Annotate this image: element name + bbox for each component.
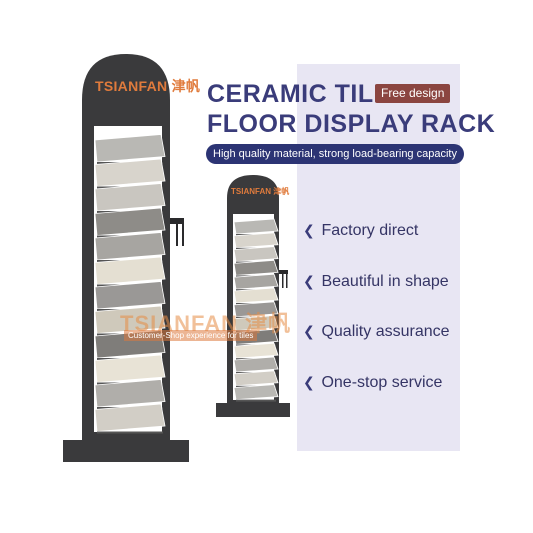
chevron-left-icon: ❮ [303,222,315,238]
tile-slat [233,342,279,359]
tile-slat [233,218,279,235]
subtitle-pill: High quality material, strong load-beari… [206,144,464,164]
rack-brand-logo: TSIANFAN 津帆 [95,78,201,94]
tile-slat [233,384,279,401]
tile-slat [233,301,279,318]
watermark-tagline: Customer-Shop experience for tiles [124,330,258,341]
feature-label: One-stop service [321,374,443,391]
chevron-left-icon: ❮ [303,374,315,390]
tile-slat [94,256,166,285]
page-title-line2: FLOOR DISPLAY RACK [207,110,496,138]
large-rack-base [63,440,189,462]
tile-slat [233,232,279,249]
feature-label: Beautiful in shape [321,273,449,290]
chevron-left-icon: ❮ [303,323,315,339]
feature-item: ❮ Beautiful in shape [303,270,449,292]
small-rack [216,175,290,417]
tile-slat [94,183,166,212]
feature-item: ❮ Quality assurance [303,320,450,342]
tile-slat [94,403,166,432]
tile-slat [94,281,166,310]
tile-slat [94,134,166,163]
feature-item: ❮ One-stop service [303,371,442,393]
page-title-line1: CERAMIC TILE [207,80,391,108]
tile-slat [94,207,166,236]
tile-slat [233,315,279,332]
free-design-badge: Free design [375,84,451,103]
small-rack-base [216,403,290,417]
feature-label: Quality assurance [321,323,450,340]
small-rack-brand-logo: TSIANFAN 津帆 [231,187,290,196]
tile-slat [233,287,279,304]
feature-item: ❮ Factory direct [303,219,418,241]
tile-shelf [236,399,276,402]
feature-label: Factory direct [321,222,419,239]
large-rack [63,54,189,462]
tile-slat [233,273,279,290]
large-rack-tiles [94,134,166,434]
tile-slat [233,370,279,387]
tile-shelf [97,431,163,434]
chevron-left-icon: ❮ [303,273,315,289]
large-rack-hook [170,218,184,224]
tile-slat [233,246,279,263]
tile-slat [94,354,166,383]
tile-slat [94,158,166,187]
tile-slat [233,356,279,373]
tile-slat [233,259,279,276]
tile-slat [94,232,166,261]
tile-slat [94,379,166,408]
feature-panel [297,64,460,451]
tile-slat [94,305,166,334]
